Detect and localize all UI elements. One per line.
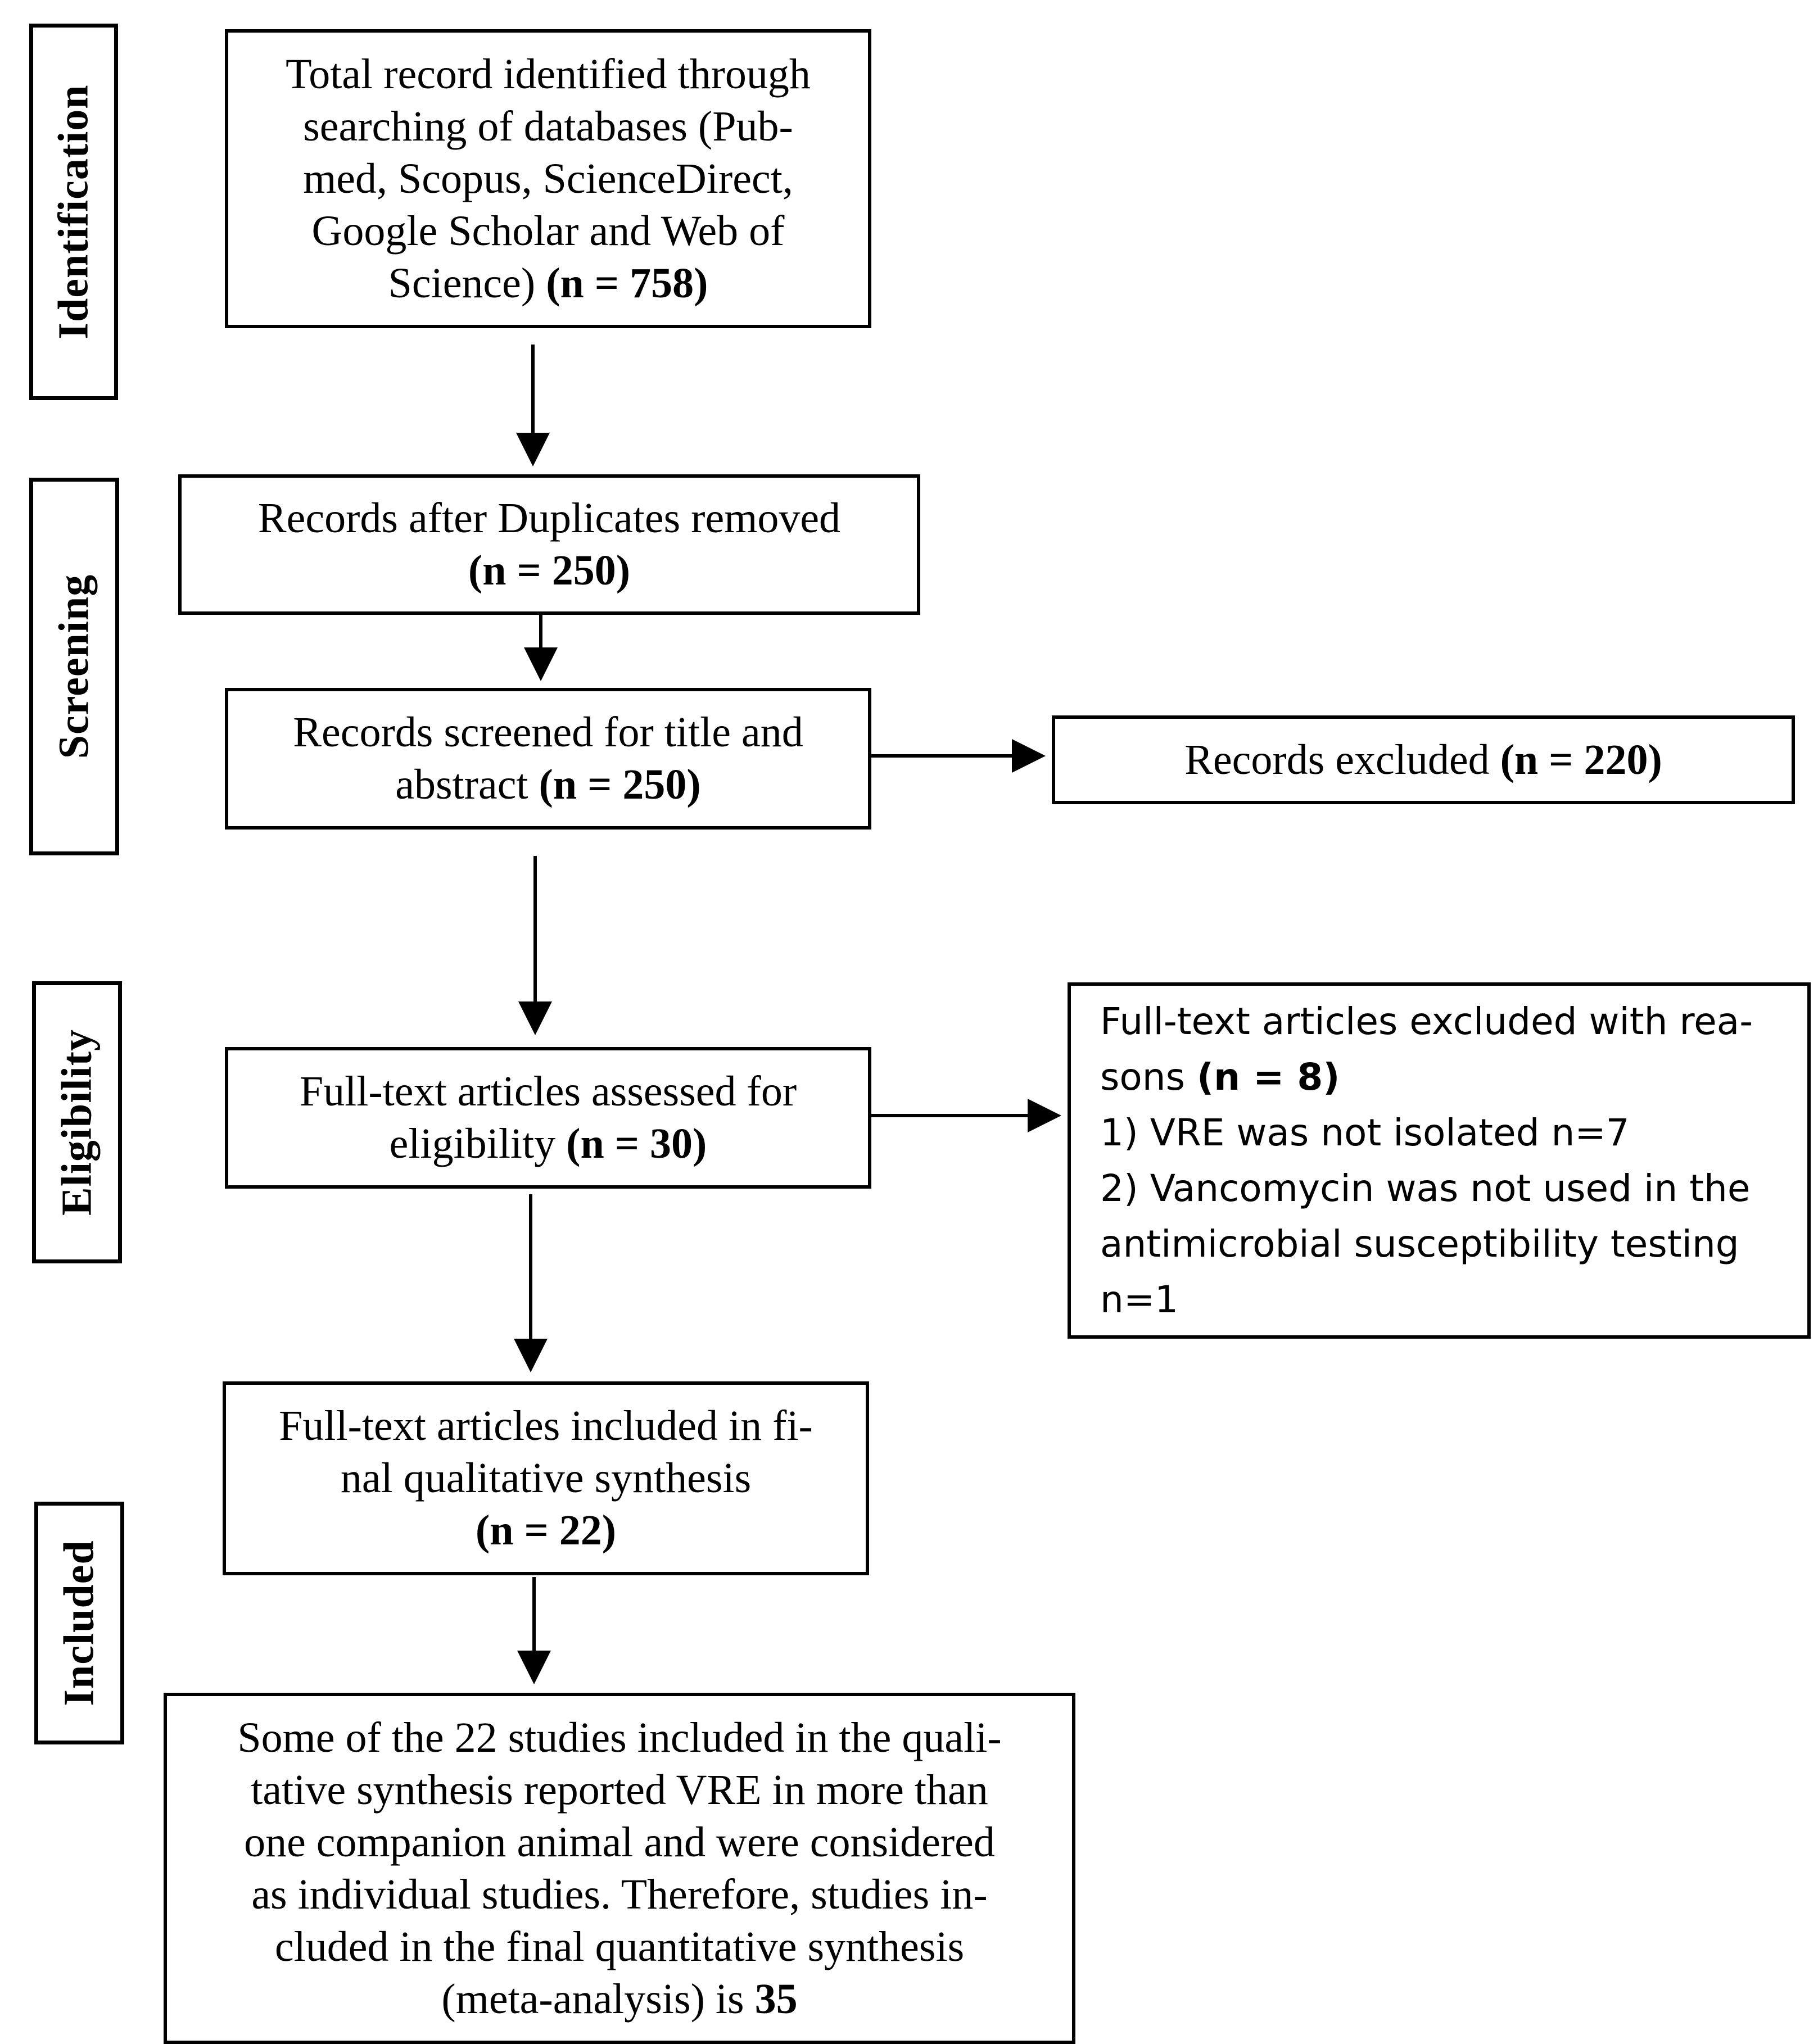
duplicates-removed-count: (n = 250) [468,547,631,594]
records-excluded-wrap: Records excluded (n = 220) [1184,734,1662,786]
records-screened-box: Records screened for title and abstract … [225,688,871,830]
duplicates-removed-text: Records after Duplicates removed [257,495,841,542]
full-text-excluded-count: (n = 8) [1196,1055,1340,1099]
quantitative-synthesis-line-6: (meta-analysis) is [441,1975,744,2023]
records-excluded-text: Records excluded [1184,736,1490,783]
quantitative-synthesis-line-6-wrap: (meta-analysis) is 35 [441,1973,797,2025]
full-text-excluded-line-2: sons [1100,1055,1185,1099]
records-identified-source: Science) [388,259,536,307]
stage-label-included-text: Included [55,1540,103,1706]
records-identified-line-4: Google Scholar and Web of [311,207,785,255]
full-text-assessed-line-1: Full-text articles assessed for [299,1068,797,1115]
full-text-assessed-box: Full-text articles assessed for eligibil… [225,1047,871,1189]
quantitative-synthesis-line-2: tative synthesis reported VRE in more th… [251,1766,988,1814]
qualitative-synthesis-line-2: nal qualitative synthesis [340,1454,752,1502]
records-identified-line-2: searching of databases (Pub- [303,102,793,150]
records-identified-line-1: Total record identified through [286,50,811,98]
quantitative-synthesis-count: 35 [754,1975,798,2023]
records-screened-count: (n = 250) [539,761,701,808]
full-text-excluded-line-2-wrap: sons (n = 8) [1100,1049,1340,1105]
stage-label-included: Included [34,1502,124,1744]
qualitative-synthesis-count: (n = 22) [475,1507,617,1554]
stage-label-eligibility: Eligibility [32,981,122,1263]
quantitative-synthesis-line-5: cluded in the final quantitative synthes… [274,1923,965,1970]
records-screened-line-2: abstract [395,761,528,808]
records-identified-box: Total record identified through searchin… [225,29,871,328]
records-identified-line-5: Science) (n = 758) [388,257,708,310]
records-excluded-box: Records excluded (n = 220) [1052,715,1795,804]
exclusion-reason-1: 1) VRE was not isolated n=7 [1100,1111,1630,1154]
quantitative-synthesis-line-4: as individual studies. Therefore, studie… [251,1870,988,1918]
full-text-assessed-line-2-wrap: eligibility (n = 30) [390,1118,707,1170]
duplicates-removed-box: Records after Duplicates removed (n = 25… [178,474,920,615]
stage-label-eligibility-text: Eligibility [53,1029,101,1216]
records-screened-line-2-wrap: abstract (n = 250) [395,759,701,811]
stage-label-screening-text: Screening [50,574,98,759]
full-text-excluded-box: Full-text articles excluded with rea- so… [1068,982,1811,1339]
stage-label-identification: Identification [29,24,118,400]
qualitative-synthesis-box: Full-text articles included in fi- nal q… [223,1381,869,1575]
quantitative-synthesis-line-1: Some of the 22 studies included in the q… [237,1714,1002,1761]
records-identified-count: (n = 758) [546,259,708,307]
qualitative-synthesis-line-1: Full-text articles included in fi- [279,1402,813,1449]
stage-label-identification-text: Identification [49,84,97,339]
quantitative-synthesis-line-3: one companion animal and were considered [244,1818,995,1866]
full-text-assessed-count: (n = 30) [566,1120,707,1167]
records-identified-line-3: med, Scopus, ScienceDirect, [303,155,793,202]
full-text-assessed-line-2: eligibility [389,1120,556,1167]
exclusion-reason-2-line-2: antimicrobial susceptibility testing [1100,1222,1739,1266]
full-text-excluded-line-1: Full-text articles excluded with rea- [1100,1000,1753,1043]
exclusion-reason-2-line-3: n=1 [1100,1278,1179,1321]
exclusion-reason-2-line-1: 2) Vancomycin was not used in the [1100,1167,1751,1210]
stage-label-screening: Screening [29,478,119,855]
quantitative-synthesis-box: Some of the 22 studies included in the q… [164,1693,1075,2044]
records-excluded-count: (n = 220) [1500,736,1662,783]
records-screened-line-1: Records screened for title and [293,709,803,756]
